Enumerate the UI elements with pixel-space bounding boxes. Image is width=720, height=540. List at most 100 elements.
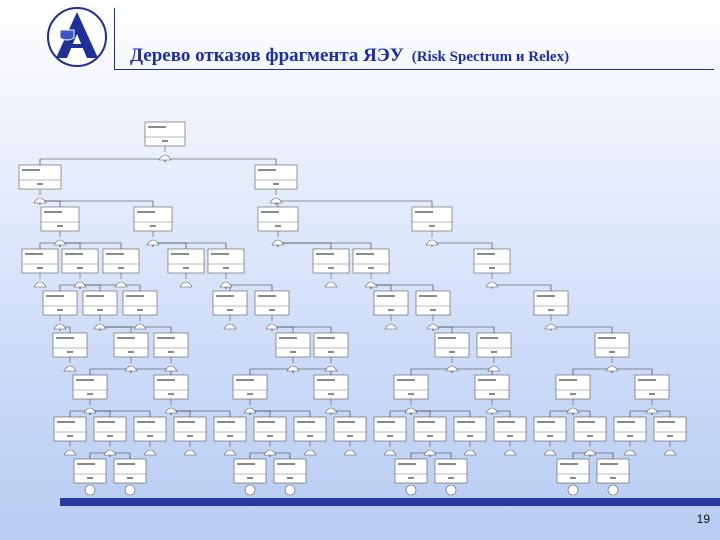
fault-tree-event[interactable]	[257, 206, 299, 246]
logic-gate-icon	[103, 449, 117, 456]
fault-tree-event[interactable]	[613, 416, 647, 456]
event-box	[312, 248, 350, 274]
fault-tree-event[interactable]	[18, 164, 62, 204]
fault-tree-event[interactable]	[573, 416, 607, 456]
fault-tree-event[interactable]	[273, 458, 307, 496]
event-label-glyph	[377, 421, 395, 423]
fault-tree-event[interactable]	[122, 290, 158, 330]
fault-tree-event[interactable]	[453, 416, 487, 456]
fault-tree-event[interactable]	[556, 458, 590, 496]
logic-gate-icon	[243, 407, 257, 414]
fault-tree-event[interactable]	[213, 416, 247, 456]
event-id-glyph	[548, 309, 554, 311]
event-id-glyph	[275, 225, 281, 227]
fault-tree-event[interactable]	[212, 290, 248, 330]
fault-tree-event[interactable]	[207, 248, 245, 288]
event-label-glyph	[577, 421, 595, 423]
fault-tree-event[interactable]	[476, 332, 512, 372]
fault-tree-event[interactable]	[474, 374, 510, 414]
fault-tree-event[interactable]	[594, 332, 630, 372]
event-id-glyph	[307, 435, 313, 437]
fault-tree-event[interactable]	[113, 458, 147, 496]
fault-tree-event[interactable]	[167, 248, 205, 288]
fault-tree-event[interactable]	[72, 374, 108, 414]
basic-event-icon	[405, 484, 417, 496]
event-box	[555, 374, 591, 400]
event-id-glyph	[267, 435, 273, 437]
fault-tree-event[interactable]	[634, 374, 670, 414]
event-id-glyph	[408, 393, 414, 395]
logic-gate-icon	[463, 449, 477, 456]
fault-tree-event[interactable]	[144, 121, 186, 161]
event-id-glyph	[429, 225, 435, 227]
fault-tree-event[interactable]	[415, 290, 451, 330]
fault-tree-event[interactable]	[434, 332, 470, 372]
event-box	[21, 248, 59, 274]
event-id-glyph	[137, 309, 143, 311]
tree-connector	[249, 368, 294, 375]
fault-tree-event[interactable]	[352, 248, 390, 288]
fault-tree-event[interactable]	[333, 416, 367, 456]
logic-gate-icon	[663, 449, 677, 456]
event-label-glyph	[157, 379, 175, 381]
fault-tree-event[interactable]	[173, 416, 207, 456]
fault-tree-event[interactable]	[596, 458, 630, 496]
fault-tree-event[interactable]	[254, 164, 298, 204]
fault-tree-event[interactable]	[312, 248, 350, 288]
fault-tree-event[interactable]	[232, 374, 268, 414]
event-label-glyph	[137, 211, 155, 213]
tree-connector	[271, 326, 332, 333]
fault-tree-event[interactable]	[411, 206, 453, 246]
fault-tree-event[interactable]	[133, 416, 167, 456]
fault-tree-event[interactable]	[42, 290, 78, 330]
fault-tree-event[interactable]	[133, 206, 173, 246]
fault-tree-event[interactable]	[253, 416, 287, 456]
fault-tree-event[interactable]	[113, 332, 149, 372]
event-id-glyph	[507, 435, 513, 437]
fault-tree-event[interactable]	[373, 416, 407, 456]
fault-tree-event[interactable]	[493, 416, 527, 456]
event-label-glyph	[257, 421, 275, 423]
event-label-glyph	[600, 463, 618, 465]
fault-tree-event[interactable]	[40, 206, 80, 246]
fault-tree-event[interactable]	[73, 458, 107, 496]
tree-connector	[79, 284, 141, 291]
logic-gate-icon	[485, 281, 499, 288]
institution-logo	[47, 7, 107, 67]
fault-tree-event[interactable]	[61, 248, 99, 288]
event-label-glyph	[77, 463, 95, 465]
fault-tree-event[interactable]	[533, 290, 569, 330]
event-box	[273, 458, 307, 484]
fault-tree-event[interactable]	[653, 416, 687, 456]
fault-tree-event[interactable]	[313, 332, 349, 372]
fault-tree-event[interactable]	[394, 458, 428, 496]
event-box	[613, 416, 647, 442]
event-id-glyph	[183, 267, 189, 269]
fault-tree-event[interactable]	[153, 332, 189, 372]
fault-tree-event[interactable]	[21, 248, 59, 288]
fault-tree-event[interactable]	[254, 290, 290, 330]
fault-tree-event[interactable]	[233, 458, 267, 496]
fault-tree-event[interactable]	[413, 416, 447, 456]
fault-tree-event[interactable]	[93, 416, 127, 456]
event-label-glyph	[65, 253, 83, 255]
fault-tree-event[interactable]	[533, 416, 567, 456]
fault-tree-event[interactable]	[82, 290, 118, 330]
logic-gate-icon	[286, 365, 300, 372]
fault-tree-event[interactable]	[293, 416, 327, 456]
fault-tree-event[interactable]	[434, 458, 468, 496]
fault-tree-event[interactable]	[555, 374, 591, 414]
fault-tree-event[interactable]	[473, 248, 511, 288]
fault-tree-event[interactable]	[275, 332, 311, 372]
fault-tree-event[interactable]	[52, 332, 88, 372]
fault-tree-event[interactable]	[313, 374, 349, 414]
fault-tree-event[interactable]	[373, 290, 409, 330]
event-label-glyph	[157, 337, 175, 339]
fault-tree-event[interactable]	[53, 416, 87, 456]
fault-tree-event[interactable]	[102, 248, 140, 288]
event-id-glyph	[162, 140, 168, 142]
basic-event-icon	[567, 484, 579, 496]
fault-tree-event[interactable]	[393, 374, 429, 414]
fault-tree-event[interactable]	[153, 374, 189, 414]
event-id-glyph	[388, 309, 394, 311]
